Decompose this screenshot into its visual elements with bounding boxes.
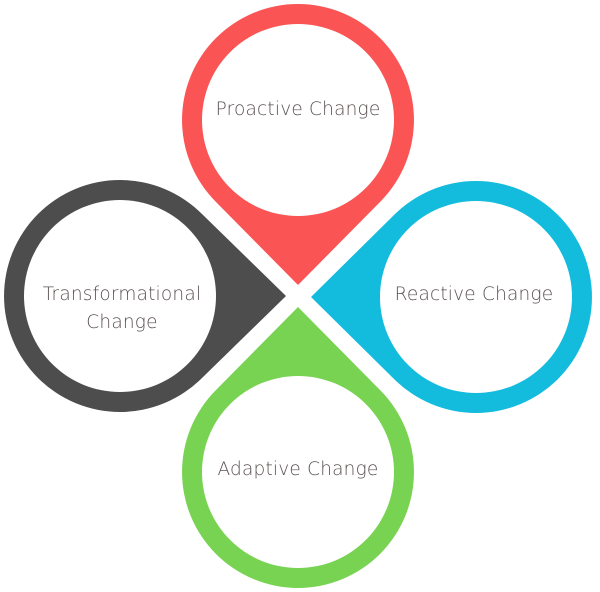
adaptive-inner-circle (202, 376, 394, 568)
node-reactive-change: Reactive Change (311, 181, 592, 413)
transformational-label-line-2: Change (86, 312, 157, 333)
reactive-inner-circle (380, 201, 572, 393)
node-adaptive-change: Adaptive Change (182, 307, 414, 588)
transformational-label-line-1: Transformational (43, 284, 201, 305)
adaptive-change-label: Adaptive Change (218, 459, 379, 480)
node-proactive-change: Proactive Change (182, 4, 414, 285)
transformational-inner-circle (24, 200, 216, 392)
node-transformational-change: Transformational Change (4, 180, 286, 412)
proactive-change-label: Proactive Change (216, 99, 381, 120)
reactive-change-label: Reactive Change (395, 284, 554, 305)
proactive-inner-circle (202, 24, 394, 216)
